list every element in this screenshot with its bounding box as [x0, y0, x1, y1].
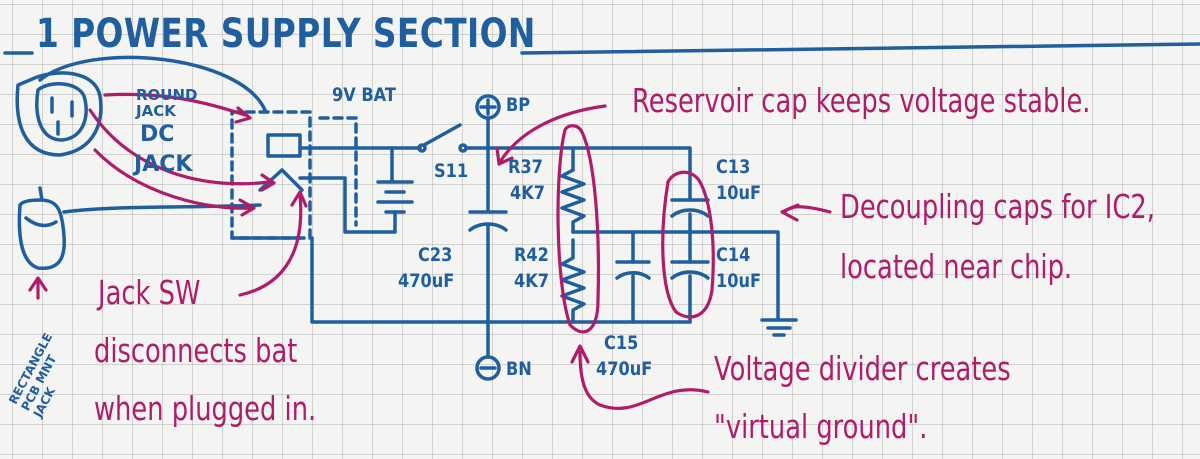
r42-label: R42 [514, 244, 549, 266]
r42-resistor [560, 238, 586, 324]
switch-s11 [422, 123, 462, 147]
jack-sw-note-2: disconnects bat [94, 331, 298, 370]
jack-sw-note-1: Jack SW [98, 273, 201, 312]
c13-symbol [670, 198, 710, 218]
reservoir-note: Reservoir cap keeps voltage stable. [632, 81, 1091, 120]
switch-label: S11 [434, 160, 469, 182]
c14-label: C14 [716, 244, 751, 266]
dc-jack-label-1: DC [140, 122, 175, 147]
bn-terminal [475, 355, 501, 381]
divider-note-2: "virtual ground". [714, 407, 928, 446]
rect-jack-body [17, 198, 66, 271]
decoupling-note-2: located near chip. [840, 247, 1073, 286]
jack-sw-note-3: when plugged in. [94, 389, 317, 428]
decoupling-note-1: Decoupling caps for IC2, [840, 187, 1155, 226]
round-jack-body [15, 71, 103, 157]
c15-value: 470uF [596, 358, 653, 380]
decoupling-loop [661, 170, 715, 319]
r37-value: 4K7 [510, 182, 545, 204]
c23-symbol [468, 210, 508, 232]
jack-switch-box [230, 110, 312, 240]
c14-symbol [670, 260, 710, 280]
battery-label: 9V BAT [332, 84, 396, 106]
c13-label: C13 [716, 156, 751, 178]
r42-value: 4K7 [514, 270, 549, 292]
ground-symbol [760, 318, 798, 337]
bp-label: BP [506, 94, 531, 116]
bn-label: BN [506, 358, 532, 380]
r37-resistor [560, 168, 586, 234]
section-title-text: POWER SUPPLY SECTION [71, 11, 536, 57]
c14-value: 10uF [716, 270, 762, 292]
c23-value: 470uF [398, 270, 455, 292]
title-underline-right [520, 42, 1200, 55]
c15-label: C15 [604, 332, 639, 354]
section-number: 1 [36, 11, 60, 57]
round-jack-label-1: ROUND [136, 86, 198, 104]
divider-loop [556, 124, 601, 334]
battery-cell [376, 180, 414, 214]
divider-note-1: Voltage divider creates [714, 349, 1011, 388]
c13-value: 10uF [716, 182, 762, 204]
dc-jack-label-2: JACK [134, 152, 193, 177]
c23-label: C23 [418, 244, 453, 266]
round-jack-label-2: JACK [136, 102, 176, 120]
r37-label: R37 [508, 156, 543, 178]
section-title: 1 POWER SUPPLY SECTION [36, 14, 536, 54]
c15-symbol [615, 260, 651, 280]
